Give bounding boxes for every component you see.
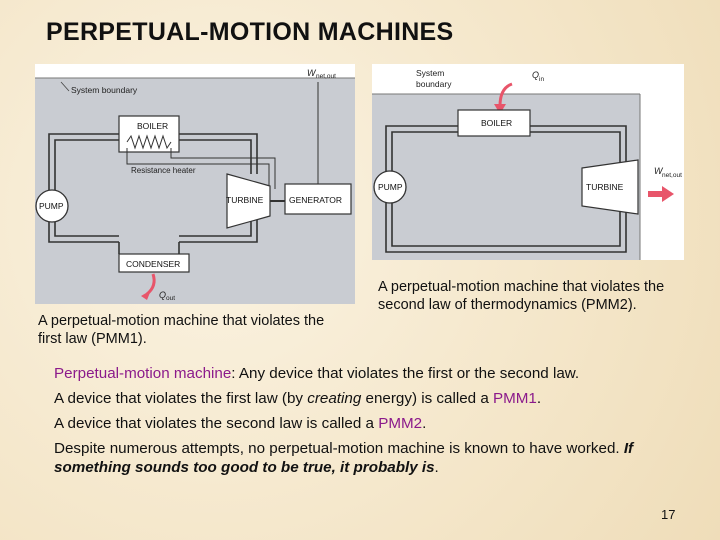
pmm1-text-emphasis: creating: [307, 390, 362, 407]
boiler-box-2: [457, 109, 531, 137]
pmm1-paragraph: A device that violates the first law (by…: [54, 389, 674, 408]
system-boundary-label: System boundary: [71, 85, 138, 95]
boiler-box: [118, 115, 180, 153]
pmm1-caption: A perpetual-motion machine that violates…: [38, 313, 325, 347]
pmm1-text-b: energy) is called a: [361, 390, 493, 407]
pmm2-diagram: System boundary Q in BOILER PUMP TURBINE…: [372, 64, 684, 260]
conclusion-emphasis: If something sounds too good to be true,…: [54, 440, 634, 476]
definition-text: : Any device that violates the first or …: [231, 365, 580, 382]
term-perpetual-motion-machine: Perpetual-motion machine: [54, 365, 232, 382]
turbine-shape: [226, 173, 271, 229]
w-net-out-label: W: [307, 68, 317, 78]
q-out-label: Q: [159, 290, 166, 300]
w-net-out-label-2: W: [654, 166, 664, 176]
pump-shape: [35, 189, 69, 223]
pmm2-paragraph: A device that violates the second law is…: [54, 414, 674, 433]
pmm2-text-a: A device that violates the second law is…: [54, 415, 379, 432]
boundary-label: boundary: [416, 79, 452, 89]
resistance-heater-label: Resistance heater: [131, 166, 196, 175]
pump-shape-2: [373, 170, 407, 204]
definition-paragraph: Perpetual-motion machine: Any device tha…: [54, 364, 674, 383]
pmm1-text-a: A device that violates the first law (by: [54, 390, 308, 407]
system-label: System: [416, 68, 444, 78]
q-in-label: Q: [532, 70, 539, 80]
condenser-label: CONDENSER: [126, 259, 180, 269]
pump-label-2: PUMP: [378, 182, 403, 192]
turbine-label-2: TURBINE: [586, 182, 624, 192]
generator-label: GENERATOR: [289, 195, 342, 205]
turbine-label: TURBINE: [226, 195, 264, 205]
boiler-label-2: BOILER: [481, 118, 512, 128]
q-out-sub: out: [166, 295, 175, 302]
w-net-out-sub-2: net,out: [662, 172, 682, 179]
body-text: Perpetual-motion machine: Any device tha…: [54, 364, 674, 483]
pmm1-text-end: .: [536, 390, 542, 407]
condenser-box: [118, 253, 190, 273]
pmm2-text-end: .: [422, 415, 427, 432]
pmm2-caption: A perpetual-motion machine that violates…: [378, 279, 665, 313]
slide-title: PERPETUAL-MOTION MACHINES: [46, 18, 454, 46]
conclusion-text: Despite numerous attempts, no perpetual-…: [54, 440, 624, 457]
term-pmm1: PMM1: [493, 390, 537, 407]
page-number: 17: [661, 507, 676, 522]
pmm1-diagram: System boundary W net,out BOILER Resista…: [35, 64, 355, 304]
term-pmm2: PMM2: [378, 415, 423, 432]
conclusion-paragraph: Despite numerous attempts, no perpetual-…: [54, 439, 674, 477]
w-net-out-sub: net,out: [316, 73, 336, 80]
conclusion-end: .: [434, 459, 439, 476]
turbine-shape-2: [581, 159, 639, 215]
generator-box: [284, 183, 352, 215]
boiler-label: BOILER: [137, 121, 168, 131]
pump-label: PUMP: [39, 201, 64, 211]
q-in-sub: in: [539, 76, 544, 83]
